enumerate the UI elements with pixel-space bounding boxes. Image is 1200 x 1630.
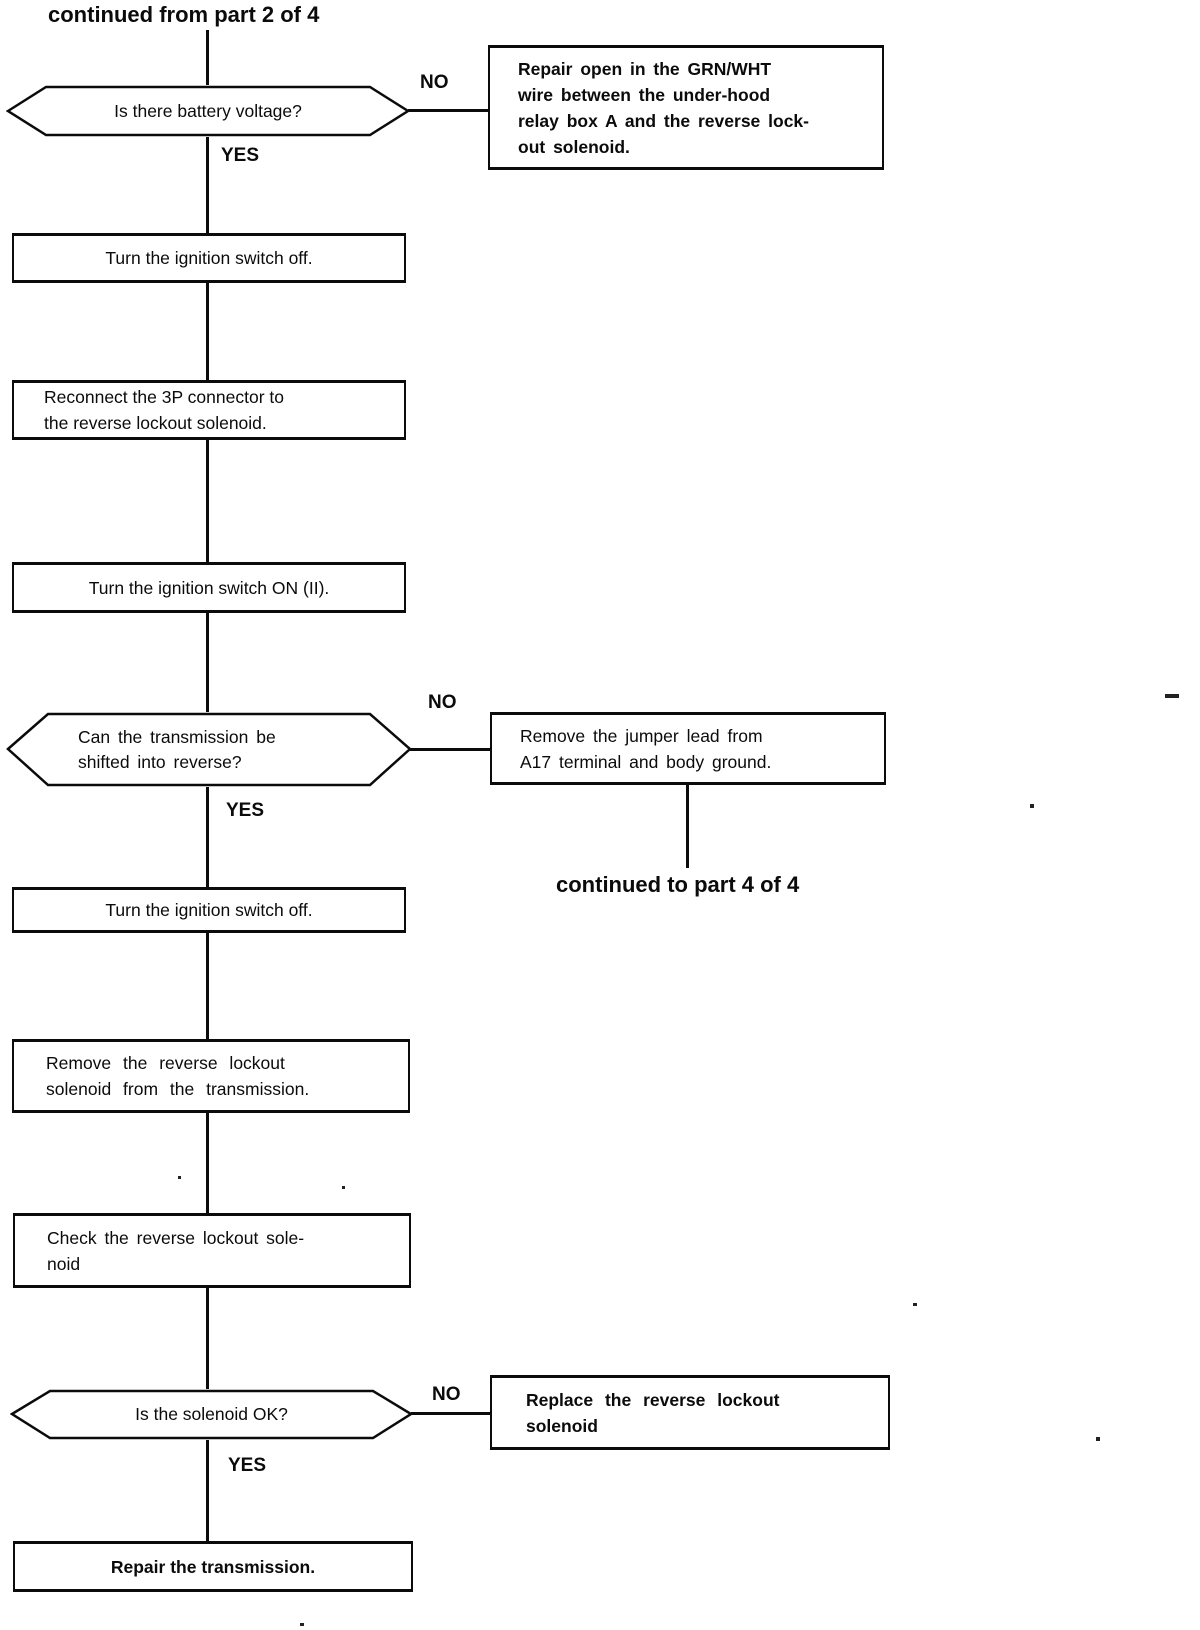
connector-line [206,137,209,233]
no-label: NO [432,1384,461,1405]
action-text: Check the reverse lockout sole- noid [47,1227,305,1274]
result-text: Remove the jumper lead from A17 terminal… [520,725,772,772]
connector-line [206,30,209,85]
result-text: Repair open in the GRN/WHT wire between … [518,58,809,157]
connector-line [410,748,490,751]
decision-text: Is the solenoid OK? [135,1404,288,1424]
connector-line [206,440,209,562]
connector-line [686,785,689,868]
connector-line [206,1440,209,1541]
action-box-remove-solenoid: Remove the reverse lockout solenoid from… [12,1039,410,1113]
action-text: Reconnect the 3P connector to the revers… [44,387,284,433]
action-box-ignition-on: Turn the ignition switch ON (II). [12,562,406,613]
action-box-ignition-off-2: Turn the ignition switch off. [12,887,406,933]
continued-from-label: continued from part 2 of 4 [48,2,320,27]
scan-artifact [178,1176,181,1179]
result-box-repair-wire: Repair open in the GRN/WHT wire between … [488,45,884,170]
action-box-ignition-off-1: Turn the ignition switch off. [12,233,406,283]
scan-artifact [342,1186,345,1189]
action-text: Repair the transmission. [110,1556,316,1577]
yes-label: YES [221,145,260,166]
connector-line [206,787,209,887]
connector-line [206,1113,209,1213]
action-text: Turn the ignition switch off. [105,248,313,268]
connector-line [206,283,209,380]
action-box-repair-transmission: Repair the transmission. [13,1541,413,1592]
continued-to-label: continued to part 4 of 4 [556,872,800,897]
decision-solenoid-ok: Is the solenoid OK? [10,1389,413,1440]
connector-line [206,933,209,1039]
scan-artifact [1030,804,1034,808]
action-box-reconnect-connector: Reconnect the 3P connector to the revers… [12,380,406,440]
decision-text: Is there battery voltage? [114,100,302,121]
action-box-check-solenoid: Check the reverse lockout sole- noid [13,1213,411,1288]
result-text: Replace the reverse lockout solenoid [526,1389,780,1436]
scan-artifact [1096,1437,1100,1441]
action-text: Turn the ignition switch ON (II). [88,577,330,598]
result-box-remove-jumper: Remove the jumper lead from A17 terminal… [490,712,886,785]
yes-label: YES [228,1455,267,1476]
decision-text: Can the transmission be shifted into rev… [78,726,276,772]
scan-artifact [300,1623,304,1626]
action-text: Turn the ignition switch off. [105,900,313,920]
action-text: Remove the reverse lockout solenoid from… [46,1053,310,1099]
no-label: NO [420,72,449,93]
scan-artifact [1165,694,1179,698]
scan-artifact [913,1303,917,1306]
decision-shift-reverse: Can the transmission be shifted into rev… [6,712,412,787]
connector-line [411,1412,490,1415]
connector-line [206,1288,209,1389]
decision-battery-voltage: Is there battery voltage? [6,85,410,137]
connector-line [206,613,209,712]
yes-label: YES [226,800,265,821]
no-label: NO [428,692,457,713]
result-box-replace-solenoid: Replace the reverse lockout solenoid [490,1375,890,1450]
connector-line [408,109,488,112]
